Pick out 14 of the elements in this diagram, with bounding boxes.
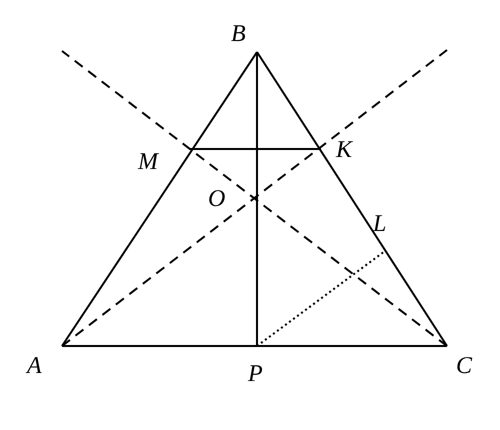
point-label: P: [247, 362, 264, 386]
dotted-line: [256, 250, 386, 347]
line-segment: [256, 51, 448, 347]
line-segment: [256, 52, 258, 346]
point-label: B: [230, 22, 247, 46]
line-segment: [190, 148, 321, 150]
point-label: K: [335, 138, 354, 162]
point-label: C: [455, 354, 474, 378]
point-label: L: [372, 212, 388, 236]
line-segment: [62, 345, 447, 347]
point-label: M: [137, 150, 159, 174]
line-segment: [61, 51, 258, 347]
point-label: A: [26, 354, 43, 378]
point-label: O: [207, 187, 226, 211]
